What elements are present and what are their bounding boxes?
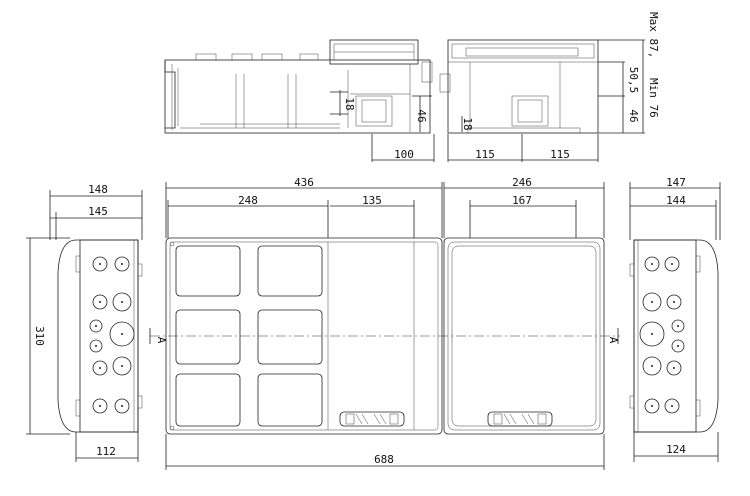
dim-min-76: Min 76 (647, 78, 660, 118)
dim-100: 100 (394, 148, 414, 161)
section-a-right: A (607, 337, 620, 344)
dim-124: 124 (666, 443, 686, 456)
dim-144: 144 (666, 194, 686, 207)
dim-246: 246 (512, 176, 532, 189)
side-profile-left: 18 46 100 (164, 39, 435, 162)
dim-115-b: 115 (550, 148, 570, 161)
dim-18-left: 18 (343, 97, 356, 110)
dim-148: 148 (88, 183, 108, 196)
dim-310: 310 (33, 326, 46, 346)
dim-max-87: Max 87, (647, 12, 660, 58)
dim-147: 147 (666, 176, 686, 189)
dim-112: 112 (96, 445, 116, 458)
dim-436: 436 (294, 176, 314, 189)
section-a-left: A (155, 337, 168, 344)
dim-145: 145 (88, 205, 108, 218)
front-view-main: 436 248 135 246 167 (149, 176, 620, 470)
end-view-left: 148 145 310 112 (26, 183, 143, 462)
dim-135: 135 (362, 194, 382, 207)
dim-115-a: 115 (475, 148, 495, 161)
side-profile-right: 18 115 115 50,5 46 Max 87, Min 76 (439, 12, 660, 162)
dim-46-left: 46 (415, 109, 428, 122)
dim-46-right: 46 (627, 109, 640, 122)
dim-50-5: 50,5 (627, 67, 640, 94)
dim-18-right: 18 (461, 117, 474, 130)
dim-167: 167 (512, 194, 532, 207)
dim-248: 248 (238, 194, 258, 207)
dim-688: 688 (374, 453, 394, 466)
end-view-right: 147 144 124 (629, 176, 721, 462)
